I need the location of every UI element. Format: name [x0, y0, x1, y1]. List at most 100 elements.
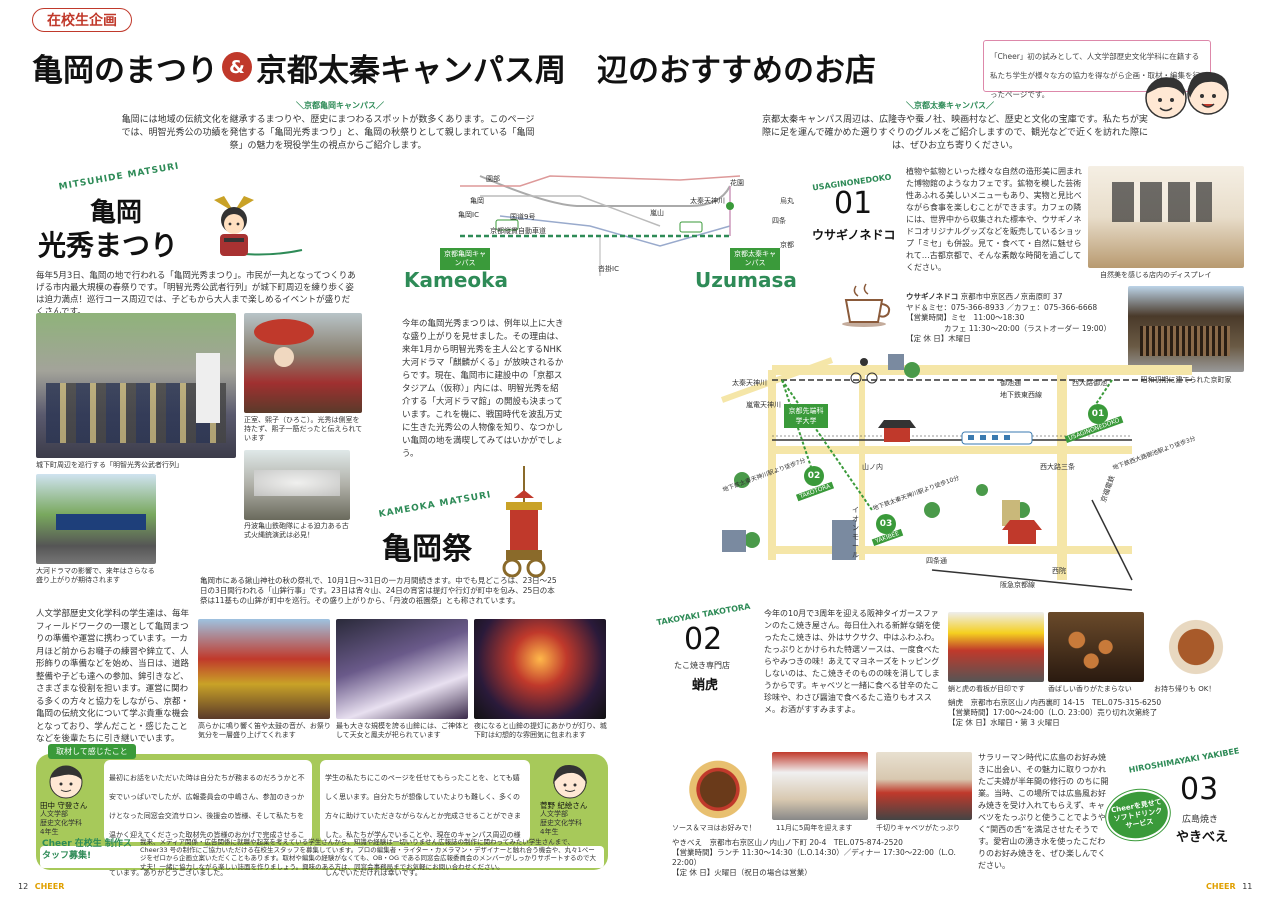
title-part-a: 亀岡のまつり: [32, 52, 218, 89]
shop01-text: 植物や鉱物といった様々な自然の造形美に囲まれた博物館のようなカフェです。鉱物を模…: [906, 167, 1082, 272]
shop01-info-hours2: カフェ 11:30～20:00（ラストオーダー 19:00）: [944, 323, 1111, 333]
coffee-cup-icon: [842, 283, 891, 327]
recruit-title: Cheer 在校生 制作スタッフ募集!: [42, 839, 132, 861]
shop02-kind: たこ焼き専門店: [674, 661, 730, 670]
area-label-randen: 嵐電天神川: [746, 401, 781, 409]
photo-shop03-storefront: [772, 752, 868, 820]
photo-shop03-chef: [876, 752, 972, 820]
caption-shop02-sign: 蛸と虎の看板が目印です: [948, 685, 1025, 693]
photo-matchlock-demo: [244, 450, 350, 520]
caption-float-daytime: 高らかに鳴り響く笛や太鼓の音が、お祭り気分を一層盛り上げてくれます: [198, 722, 331, 739]
photo-shop02-takoyaki: [1048, 612, 1144, 682]
map-place-kyoto: 京都: [780, 241, 794, 249]
tanaka-name: 田中 守登さん: [40, 801, 88, 810]
shop01-info-tel: ヤド＆ミセ：075-366-8933 ／カフェ：075-366-6668: [906, 302, 1098, 312]
kanno-avatar: [553, 764, 587, 799]
map-place-sonobe: 園部: [486, 175, 500, 183]
photo-shop02-sign: [948, 612, 1044, 682]
kicker-badge: 在校生企画: [32, 8, 132, 32]
map-place-route9: 国道9号: [510, 213, 536, 221]
kameoka-label: Kameoka: [404, 268, 508, 292]
photo-shop03-okonomiyaki: [672, 752, 764, 820]
recruit-box: [40, 846, 604, 868]
tanaka-comment-box: 最初にお話をいただいた時は自分たちが務まるのだろうかと不安でいっぱいでしたが、広…: [104, 760, 312, 877]
photo-float-night: [474, 619, 606, 719]
left-intro-text: 亀岡には地域の伝統文化を継承するまつりや、歴史にまつわるスポットが数多くあります…: [121, 115, 535, 151]
drink-service-stamp-text: Cheerを見せてソフトドリンクサービス: [1110, 797, 1163, 830]
caption-shop03-okonomiyaki: ソース＆マヨはお好みで！: [672, 824, 756, 832]
student-faces-illustration: [1145, 71, 1229, 119]
kicker-text: 在校生企画: [47, 13, 117, 29]
shop01-num: 01: [834, 186, 873, 221]
drink-service-stamp: Cheerを見せてソフトドリンクサービス: [1102, 784, 1174, 846]
brand-left: CHEER: [34, 882, 65, 891]
map-place-kutsukake-ic: 沓掛IC: [598, 265, 619, 273]
area-label-sai: 西院: [1052, 567, 1066, 575]
footer-left: 12 CHEER: [18, 882, 64, 891]
photo-shop01-machiya: [1128, 286, 1244, 372]
area-building-university: 京都先端科学大学: [784, 404, 828, 428]
student-section-text: 人文学部歴史文化学科の学生達は、毎年フィールドワークの一環として亀岡まつりの準備…: [36, 609, 190, 744]
map-place-tenjingawa: 太秦天神川: [690, 197, 725, 205]
map-place-shijo: 四条: [772, 217, 786, 225]
shop01-info-hours1: 【営業時間】ミセ 11:00～18:30: [906, 313, 1025, 322]
kanno-info: 人文学部 歴史文化学科 4年生: [540, 810, 582, 836]
right-section-label: ＼京都太秦キャンパス／: [906, 101, 994, 110]
photo-shop01-display: [1088, 166, 1244, 268]
map-pin-03: 03: [876, 514, 896, 534]
area-label-sanjo: 西大路三条: [1040, 463, 1075, 471]
shop02-num: 02: [684, 622, 723, 657]
caption-banner: 大河ドラマの影響で、来年はさらなる盛り上がりが期待されます: [36, 567, 155, 584]
caption-matchlock: 丹波亀山鉄砲隊による迫力ある古式火縄銃演武は必見！: [244, 522, 349, 539]
shop01-info-name: ウサギノネドコ: [906, 292, 959, 301]
map-place-kameoka: 亀岡: [470, 197, 484, 205]
shop01-info-close: 【定 休 日】木曜日: [906, 334, 971, 343]
area-label-tenjingawa: 太秦天神川: [732, 379, 767, 387]
samurai-mascot-illustration: [214, 196, 303, 256]
reflection-label: 取材して感じたこと: [48, 744, 136, 759]
caption-shop01-display: 自然美を感じる店内のディスプレイ: [1100, 271, 1212, 279]
mitsuhide-lead: 毎年5月3日、亀岡の地で行われる「亀岡光秀まつり」。市民が一丸となってつくりあげ…: [36, 271, 356, 317]
photo-banner-parade: [36, 474, 156, 564]
area-label-oike: 御池通: [1000, 379, 1021, 387]
area-label-yamanouchi: 山ノ内: [862, 463, 883, 471]
photo-float-daytime: [198, 619, 330, 719]
header-note-text: 「Cheer」初の試みとして、人文学部歴史文化学科に在籍する私たち学生が様々な方…: [990, 52, 1200, 99]
header-note: 「Cheer」初の試みとして、人文学部歴史文化学科に在籍する私たち学生が様々な方…: [983, 40, 1211, 99]
caption-shop02-takeout: お持ち帰りも OK！: [1154, 685, 1216, 693]
photo-warrior-procession: [36, 313, 236, 458]
mitsuhide-title-2: 光秀まつり: [38, 229, 179, 262]
footer-right: CHEER 11: [1206, 882, 1252, 891]
shop03-info-line: やきべえ 京都市右京区山ノ内山ノ下町 20-4 TEL.075-874-2520: [672, 838, 903, 847]
tanaka-avatar: [49, 765, 83, 799]
kameoka-campus-tag: 京都亀岡キャンパス: [440, 248, 490, 270]
shop02-text: 今年の10月で3周年を迎える阪神タイガースファンのたこ焼き屋さん。毎日仕入れる新…: [764, 609, 940, 714]
area-label-hankyu: 阪急京都線: [1000, 581, 1035, 589]
caption-hiroko: 正室、熙子（ひろこ）。光秀は側室を持たず、熙子一筋だったと伝えられています: [244, 416, 363, 442]
shop03-kind: 広島焼き: [1182, 815, 1219, 825]
area-label-aeon: イオンモール: [852, 506, 859, 559]
area-map: [720, 354, 1192, 591]
kameoka-matsuri-lead: 亀岡市にある鍬山神社の秋の祭礼で、10月1日～31日の一カ月間続きます。中でも見…: [200, 576, 557, 605]
mitsuhide-arc-label: MITSUHIDE MATSURI: [58, 161, 181, 193]
photo-hiroko: [244, 313, 362, 413]
kanno-comment-box: 学生の私たちにこのページを任せてもらったことを、とても嬉しく思います。自分たちが…: [320, 760, 530, 877]
page-number-right: 11: [1242, 882, 1253, 891]
route-map: [460, 175, 741, 276]
kameoka-matsuri-arc: KAMEOKA MATSURI: [377, 490, 493, 520]
page-title: 亀岡のまつり & 京都太秦キャンパス周 辺のおすすめのお店: [32, 42, 982, 92]
caption-procession: 城下町周辺を巡行する「明智光秀公武者行列」: [36, 461, 183, 469]
page-number-left: 12: [18, 882, 29, 891]
map-place-hanazono: 花園: [730, 179, 744, 187]
caption-shop03-storefront: 11月に5周年を迎えます: [776, 824, 853, 832]
shop03-hours: 【営業時間】ランチ 11:30～14:30（L.O.14:30）／ディナー 17…: [672, 848, 956, 867]
area-label-shijo: 四条通: [926, 557, 947, 565]
title-amp: &: [222, 52, 252, 82]
map-place-expressway: 京都縦貫自動車道: [490, 227, 546, 235]
left-section-label: ＼京都亀岡キャンパス／: [296, 101, 384, 110]
photo-shop02-takeout: [1148, 612, 1244, 682]
shop03-info: やきべえ 京都市右京区山ノ内山ノ下町 20-4 TEL.075-874-2520…: [672, 838, 976, 878]
shop03-text: サラリーマン時代に広島のお好み焼きに出会い、その魅力に取りつかれたご夫婦が半年間…: [978, 753, 1109, 870]
mitsuhide-body: 今年の亀岡光秀まつりは、例年以上に大きな盛り上がりを見せました。その理由は、来年…: [402, 319, 564, 459]
float-illustration: [502, 466, 546, 578]
